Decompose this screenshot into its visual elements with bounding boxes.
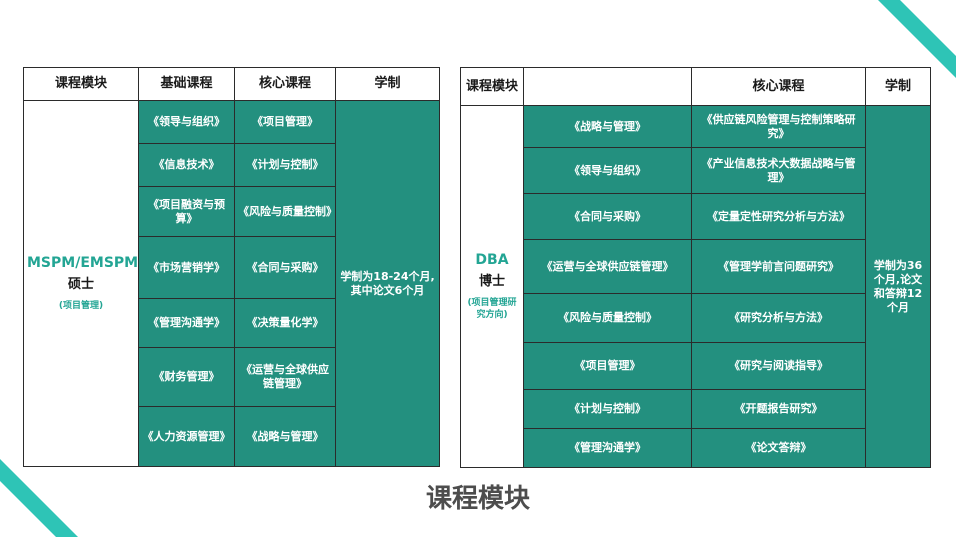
- core-course: 《计划与控制》: [234, 143, 336, 187]
- course-b: 《开题报告研究》: [691, 389, 866, 429]
- program-cell: DBA 博士 (项目管理研究方向): [460, 105, 524, 468]
- course-b: 《定量定性研究分析与方法》: [691, 193, 866, 240]
- corner-decoration-bottom-left-inner: [0, 481, 56, 537]
- dba-course-table: 课程模块 核心课程 学制 DBA 博士 (项目管理研究方向) 《战略与管理》 《…: [460, 67, 931, 468]
- core-course: 《风险与质量控制》: [234, 186, 337, 237]
- core-course: 《项目管理》: [234, 100, 336, 144]
- course-b: 《研究分析与方法》: [691, 293, 866, 343]
- course-a: 《管理沟通学》: [523, 428, 692, 468]
- course-a: 《领导与组织》: [523, 147, 692, 194]
- course-b: 《研究与阅读指导》: [691, 342, 866, 390]
- program-note: (项目管理研究方向): [467, 297, 517, 320]
- basic-course: 《市场营销学》: [138, 236, 235, 299]
- header-module: 课程模块: [460, 67, 524, 106]
- header-duration: 学制: [335, 67, 440, 101]
- header-module: 课程模块: [23, 67, 139, 101]
- basic-course: 《信息技术》: [138, 143, 235, 187]
- basic-course: 《管理沟通学》: [138, 298, 235, 348]
- course-a: 《战略与管理》: [523, 105, 692, 148]
- core-course: 《决策量化学》: [234, 298, 336, 348]
- header-core: 核心课程: [234, 67, 336, 101]
- duration-cell: 学制为36个月,论文和答辩12个月: [865, 105, 931, 468]
- corner-decoration-top-right-inner: [900, 0, 956, 56]
- header-basic: 基础课程: [138, 67, 235, 101]
- basic-course: 《领导与组织》: [138, 100, 235, 144]
- header-empty: [523, 67, 692, 106]
- core-course: 《运营与全球供应链管理》: [234, 347, 336, 407]
- basic-course: 《项目融资与预算》: [138, 186, 235, 237]
- core-course: 《合同与采购》: [234, 236, 336, 299]
- course-b: 《产业信息技术大数据战略与管理》: [691, 147, 866, 194]
- program-degree: 硕士: [67, 276, 94, 292]
- program-cell: MSPM/EMSPM 硕士 (项目管理): [23, 100, 139, 467]
- header-core: 核心课程: [691, 67, 866, 106]
- basic-course: 《人力资源管理》: [138, 406, 235, 467]
- program-name: MSPM/EMSPM: [27, 254, 139, 271]
- header-duration: 学制: [865, 67, 931, 106]
- basic-course: 《财务管理》: [138, 347, 235, 407]
- course-a: 《合同与采购》: [523, 193, 692, 240]
- duration-cell: 学制为18-24个月,其中论文6个月: [335, 100, 440, 467]
- course-a: 《运营与全球供应链管理》: [523, 239, 692, 294]
- course-b: 《供应链风险管理与控制策略研究》: [691, 105, 866, 148]
- course-b: 《管理学前言问题研究》: [691, 239, 866, 294]
- course-a: 《风险与质量控制》: [523, 293, 692, 343]
- course-a: 《计划与控制》: [523, 389, 692, 429]
- mspm-course-table: 课程模块 基础课程 核心课程 学制 MSPM/EMSPM 硕士 (项目管理) 《…: [23, 67, 440, 467]
- program-note: (项目管理): [58, 300, 104, 311]
- course-a: 《项目管理》: [523, 342, 692, 390]
- course-b: 《论文答辩》: [691, 428, 866, 468]
- page-title: 课程模块: [425, 484, 530, 514]
- program-name: DBA: [475, 251, 509, 268]
- program-degree: 博士: [478, 273, 505, 289]
- core-course: 《战略与管理》: [234, 406, 336, 467]
